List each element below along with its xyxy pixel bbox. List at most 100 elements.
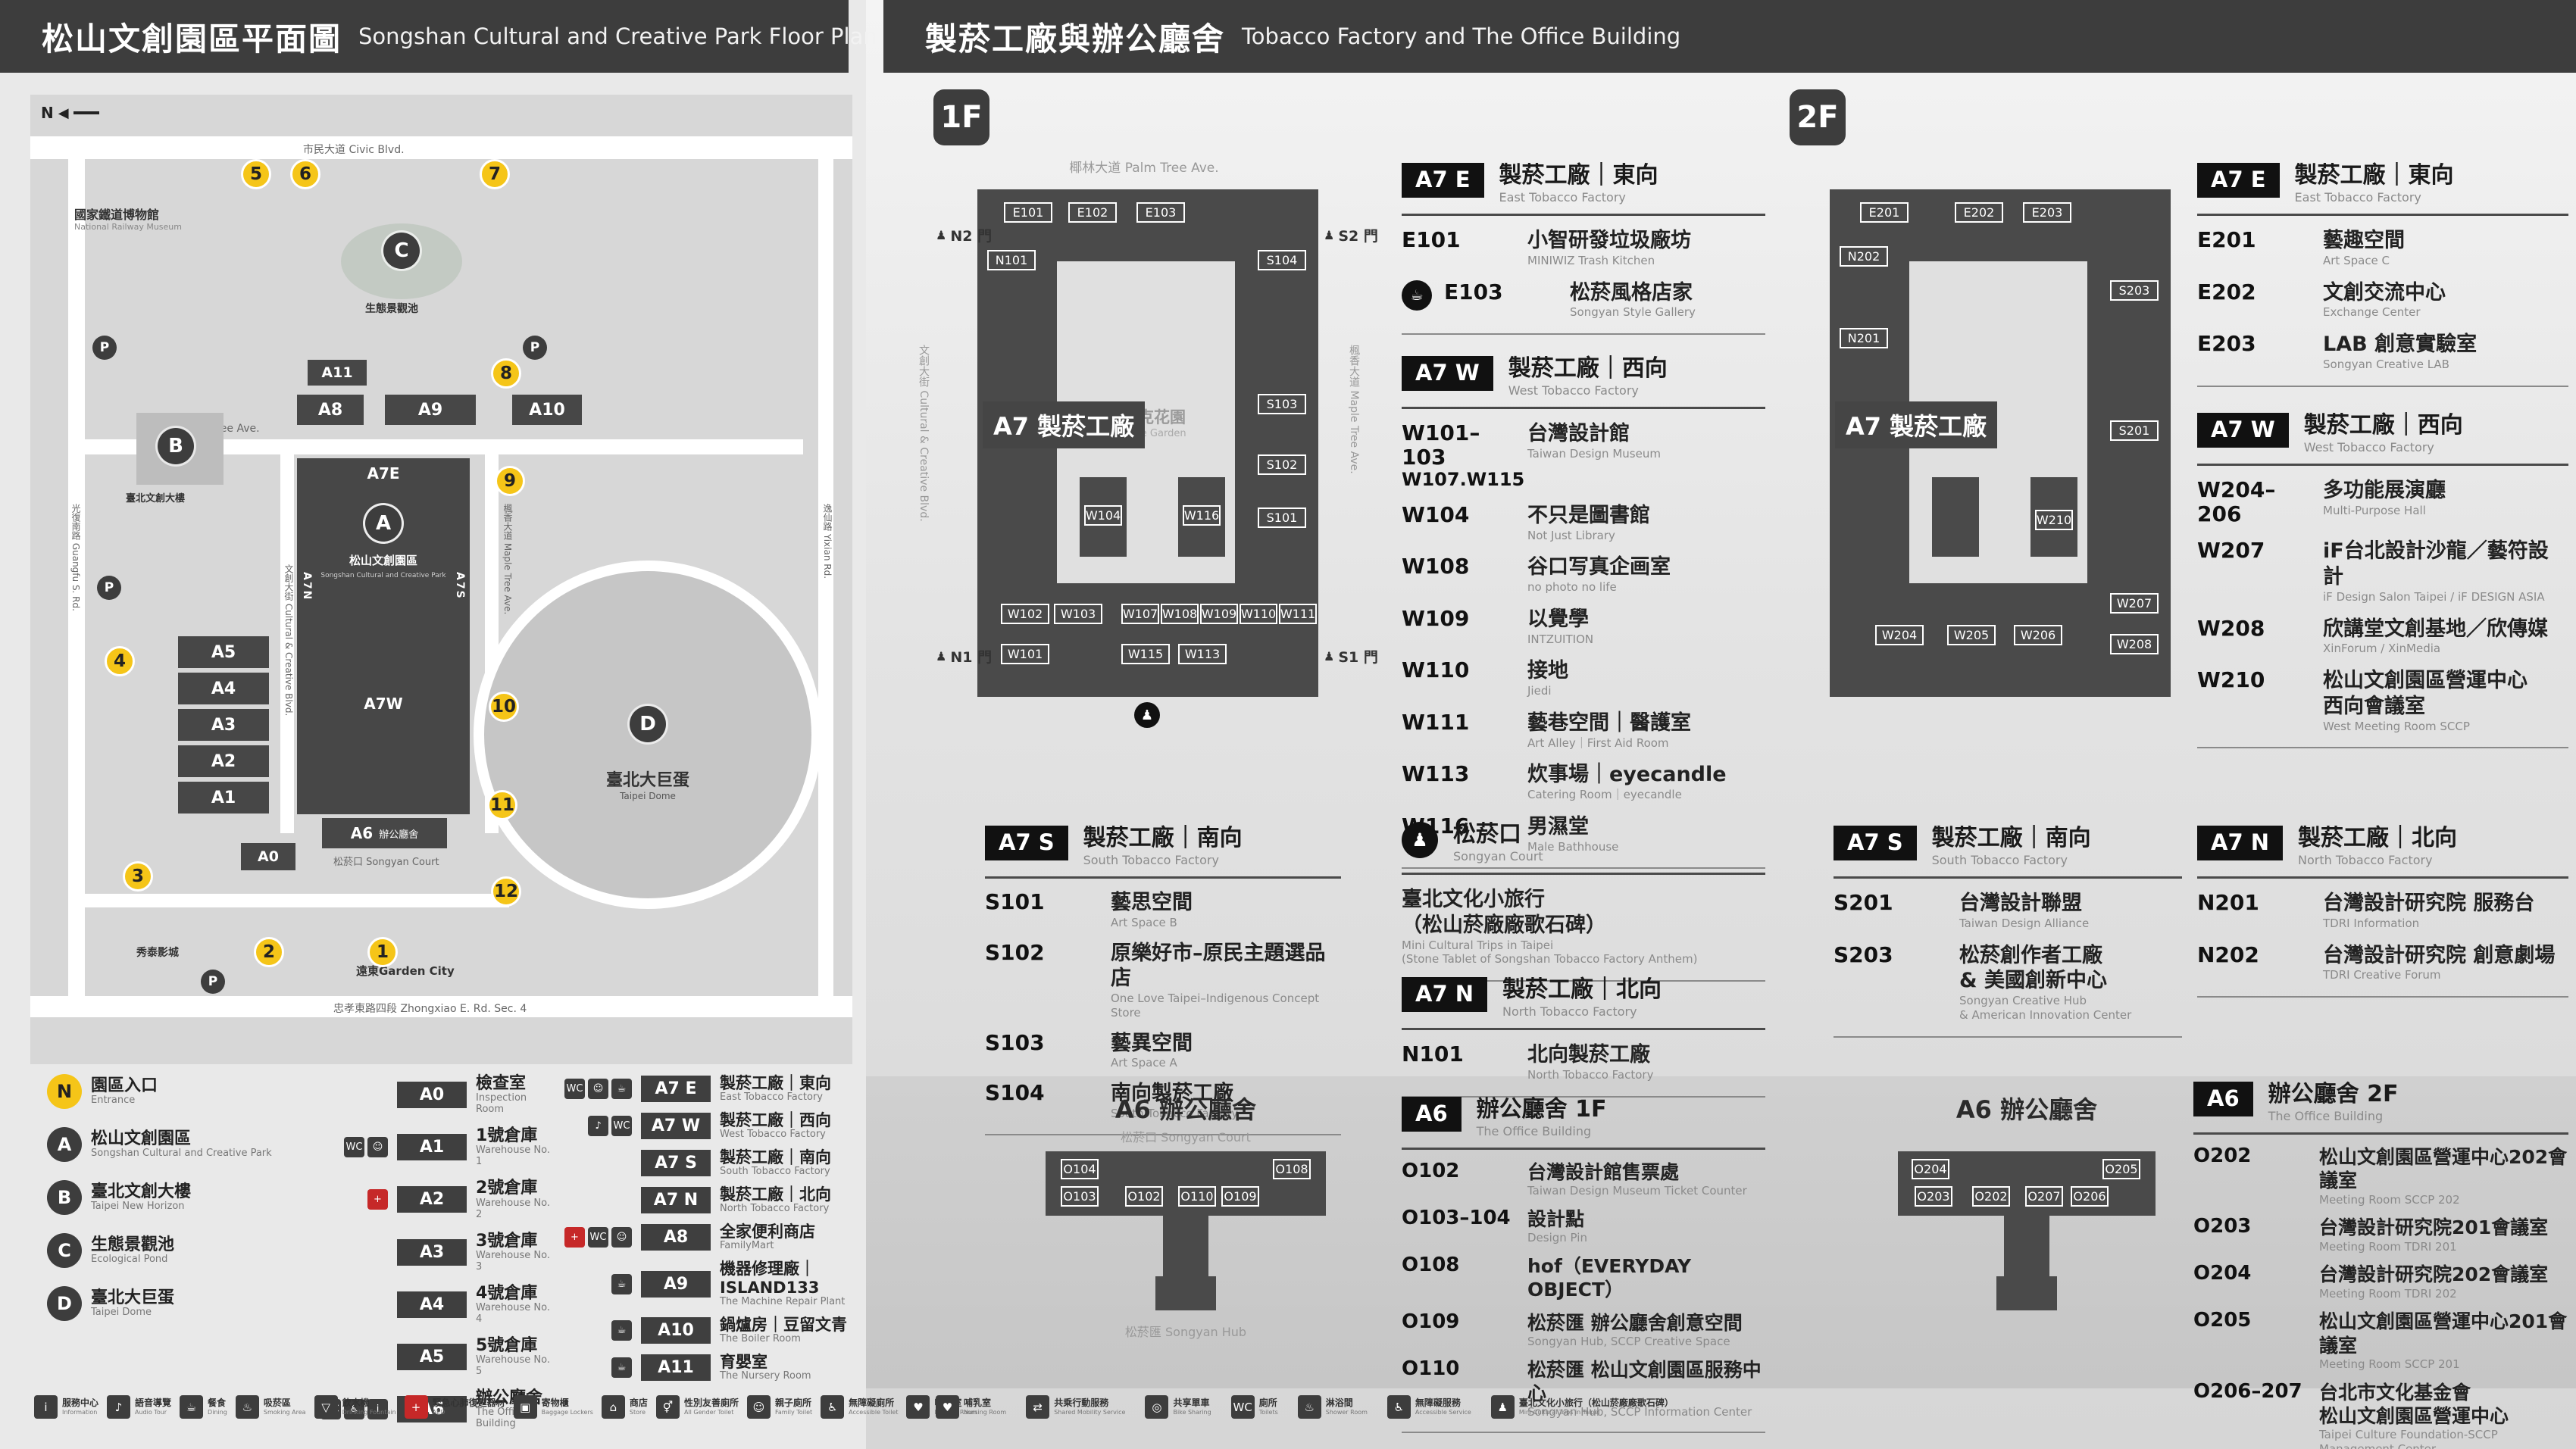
- legend-en: Warehouse No. 5: [476, 1354, 550, 1378]
- plan-chip: O203: [1915, 1186, 1952, 1207]
- songyan-hub-label: 松菸匯 Songyan Hub: [1124, 1325, 1247, 1339]
- street-label: 楓香大道 Maple Tree Ave.: [1348, 345, 1360, 474]
- plan-chip: W205: [1947, 625, 1996, 645]
- room-row: W108 谷口写真企画室 no photo no life: [1402, 548, 1765, 601]
- street-label-maple: 楓香大道 Maple Tree Ave.: [502, 504, 513, 615]
- room-name-en: Meeting Room TDRI 202: [2319, 1286, 2457, 1301]
- room-name-en: South Tobacco Factory: [1111, 1106, 1239, 1120]
- room-code: O204: [2193, 1262, 2252, 1285]
- facility-label-en: Shared Mobility Service: [1054, 1408, 1126, 1416]
- left-header: 松山文創園區平面圖 Songshan Cultural and Creative…: [0, 0, 877, 73]
- person-icon: ♟: [1324, 649, 1335, 664]
- facility-item: ▽ 飲水機 Drinking Fountain: [314, 1395, 396, 1419]
- facility-label-en: Accessible Service: [1415, 1408, 1471, 1416]
- section-songyan-court: ♟ 松菸口 Songyan Court 臺北文化小旅行 （松山菸廠廠歌石碑） M…: [1402, 822, 1765, 982]
- facility-label-en: Family Toilet: [774, 1408, 813, 1416]
- legend-zh: 機器修理廠｜ISLAND133: [720, 1260, 820, 1297]
- room-name-en: One Love Taipei–Indigenous Concept Store: [1111, 992, 1320, 1020]
- left-title-en: Songshan Cultural and Creative Park Floo…: [358, 23, 877, 49]
- facilities-bar-left: i 服務中心 Information ♪ 語音導覽 Audio Tour ☕ 餐…: [34, 1395, 977, 1419]
- section-badge: A6: [2193, 1082, 2253, 1116]
- facility-icon: +: [564, 1227, 585, 1248]
- facility-label-en: Shower Room: [1325, 1408, 1368, 1416]
- section-badge: A7 E: [2197, 163, 2280, 198]
- room-code: O202: [2193, 1145, 2252, 1167]
- plan-chip: W116: [1183, 505, 1221, 526]
- legend-icons: ☕: [562, 1273, 632, 1294]
- section-title-en: Songyan Court: [1453, 849, 1543, 863]
- legend-icons: ☕: [562, 1357, 632, 1378]
- facility-label-en: Accessible Toilet: [849, 1408, 899, 1416]
- room-code: W204–206: [2197, 477, 2276, 527]
- facility-icon: WC: [611, 1116, 632, 1137]
- room-row: S102 原樂好市–原民主題選品店 One Love Taipei–Indige…: [985, 935, 1341, 1026]
- gate-s2: ♟S2 門: [1324, 228, 1378, 245]
- room-name-zh: 松菸匯 松山文創園區服務中心: [1527, 1358, 1762, 1404]
- legend-zh: 製菸工廠｜北向: [720, 1185, 831, 1204]
- section-badge: A7 N: [1402, 977, 1487, 1012]
- room-name-zh: 藝異空間: [1111, 1031, 1193, 1055]
- entrance-marker: 8: [491, 358, 521, 389]
- facility-label-en: Audio Tour: [135, 1408, 167, 1416]
- road: [30, 996, 852, 1017]
- road: [280, 454, 294, 833]
- entrance-marker: 12: [491, 876, 521, 907]
- plan-chip: W104: [1084, 505, 1122, 526]
- facility-item: WC 廁所 Toilets: [1230, 1395, 1278, 1419]
- plan-chip: W102: [1001, 604, 1049, 624]
- room-code: W208: [2197, 615, 2265, 641]
- legend-building-row: WC☺☕ A7 E 製菸工廠｜東向 East Tobacco Factory: [562, 1074, 858, 1104]
- legend-en: Inspection Room: [476, 1092, 527, 1116]
- left-title-zh: 松山文創園區平面圖: [42, 20, 342, 58]
- legend-en: West Tobacco Factory: [720, 1129, 826, 1141]
- legend-zh: 鍋爐房｜豆留文青: [720, 1315, 847, 1334]
- section-title-en: The Office Building: [1476, 1124, 1592, 1138]
- room-name-en: Art Space B: [1111, 915, 1177, 929]
- room-name-zh: 男濕堂: [1527, 814, 1589, 838]
- office-building-foot: [1996, 1276, 2057, 1310]
- facilities-bar-right: ♥ 哺乳室 Nursing Room ⇄ 共乘行動服務 Shared Mobil…: [936, 1395, 1674, 1419]
- room-code: W207: [2197, 538, 2265, 564]
- room-code: N101: [1402, 1041, 1464, 1066]
- facility-icon: ♨: [235, 1395, 259, 1419]
- room-code: S203: [1834, 942, 1893, 967]
- room-row: W208 欣講堂文創基地／欣傳媒 XinForum / XinMedia: [2197, 611, 2568, 663]
- plan-chip: O207: [2025, 1186, 2063, 1207]
- facility-icon: ♿: [821, 1395, 845, 1419]
- section-title-en: West Tobacco Factory: [1508, 383, 1639, 398]
- room-code: O110: [1402, 1357, 1460, 1380]
- section-a7s-2f: A7 S 製菸工廠｜南向 South Tobacco Factory S201 …: [1834, 826, 2182, 1038]
- room-name-zh: 谷口写真企画室: [1527, 555, 1671, 579]
- section-a7w-2f: A7 W 製菸工廠｜西向 West Tobacco Factory W204–2…: [2197, 413, 2568, 749]
- warehouse-a1-block: A1: [178, 782, 269, 814]
- room-row: E201 藝趣空間 Art Space C: [2197, 222, 2568, 274]
- room-name-zh: 文創交流中心: [2323, 280, 2446, 304]
- right-header: 製菸工廠與辦公廳舍 Tobacco Factory and The Office…: [883, 0, 2576, 73]
- complex-name-en: Songshan Cultural and Creative Park: [320, 572, 446, 579]
- office-building-plan-2f: A6 辦公廳舍 O204 O205 O203 O202 O207 O206: [1875, 1091, 2178, 1363]
- plan-chip: O110: [1178, 1186, 1216, 1207]
- legend-building-row: ☕ A10 鍋爐房｜豆留文青 The Boiler Room: [562, 1316, 858, 1345]
- facility-item: ♨ 吸菸區 Smoking Area: [235, 1395, 306, 1419]
- room-name-en: Design Pin: [1527, 1231, 1587, 1245]
- room-row: O109 松菸匯 辦公廳舍創意空間 Songyan Hub, SCCP Crea…: [1402, 1307, 1765, 1354]
- plan-chip: E102: [1068, 202, 1117, 223]
- facility-icon: ♪: [107, 1395, 131, 1419]
- plan-chip: W101: [1001, 644, 1049, 664]
- pond-label: 生態景觀池: [365, 303, 418, 315]
- room-name-en: Meeting Room SCCP 201: [2319, 1357, 2460, 1371]
- plan-chip: E103: [1136, 202, 1185, 223]
- room-name-zh: 臺北文化小旅行: [1402, 888, 1545, 911]
- a7n-label: A7N: [301, 572, 313, 601]
- building-code-chip: A7 W: [641, 1113, 711, 1140]
- legend-en: The Boiler Room: [720, 1332, 801, 1344]
- room-code: O203: [2193, 1215, 2252, 1238]
- legend-zh: 園區入口: [91, 1076, 158, 1095]
- room-name-en: Taiwan Design Museum: [1527, 446, 1661, 461]
- entrance-marker: 9: [495, 466, 525, 496]
- facility-label-en: Drinking Fountain: [342, 1408, 396, 1416]
- room-name-zh: 以覺學: [1527, 607, 1589, 631]
- room-name-zh: 松山文創園區營運中心201會議室: [2319, 1310, 2568, 1357]
- legend-en: The Nursery Room: [720, 1369, 811, 1382]
- entrance-marker: 7: [480, 159, 510, 189]
